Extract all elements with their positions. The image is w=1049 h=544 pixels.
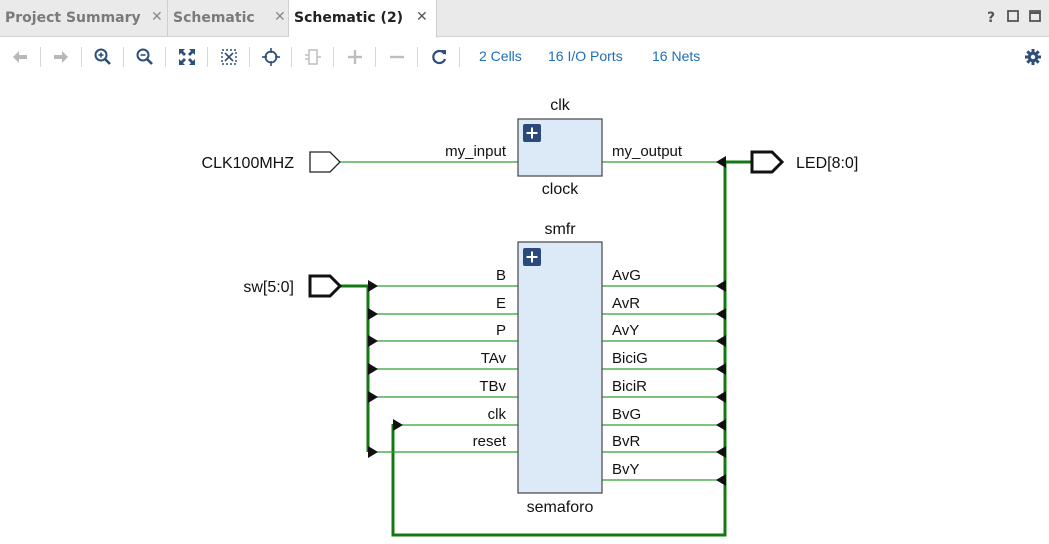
tab-label: Schematic (2) — [294, 10, 404, 26]
net-bus-led[interactable] — [391, 160, 752, 537]
forward-icon[interactable] — [51, 47, 71, 67]
pin-label-tav: TAv — [481, 350, 507, 367]
expand-cell-icon[interactable] — [523, 124, 541, 142]
pin-label-p: P — [496, 322, 506, 339]
bus-ripper-arrow — [716, 391, 726, 403]
bus-ripper-arrow — [716, 335, 726, 347]
toolbar-divider — [81, 47, 82, 67]
expand-icon[interactable] — [345, 47, 365, 67]
tab-schematic[interactable]: Schematic ✕ — [168, 0, 289, 37]
back-icon[interactable] — [10, 47, 30, 67]
port-led[interactable]: LED[8:0] — [750, 150, 858, 174]
bus-ripper-arrow — [368, 308, 378, 320]
bus-ripper-arrow — [368, 363, 378, 375]
nets-count-link[interactable]: 16 Nets — [652, 48, 701, 64]
bus-rippers — [368, 156, 726, 486]
port-label: LED[8:0] — [796, 155, 858, 172]
tab-project-summary[interactable]: Project Summary ✕ — [0, 0, 168, 37]
bus-ripper-arrow — [716, 446, 726, 458]
toolbar-divider — [459, 47, 460, 67]
collapse-icon[interactable] — [387, 47, 407, 67]
zoom-out-icon[interactable] — [135, 47, 155, 67]
pin-label-reset: reset — [473, 433, 507, 450]
net-bus-sw[interactable] — [340, 284, 370, 452]
close-icon[interactable]: ✕ — [151, 9, 163, 25]
pin-label-bvy: BvY — [612, 461, 640, 478]
pin-label-bvr: BvR — [612, 433, 641, 450]
port-label: sw[5:0] — [243, 279, 294, 296]
zoom-area-icon[interactable] — [219, 47, 239, 67]
smfr-output-nets[interactable] — [602, 285, 725, 481]
settings-icon[interactable] — [1023, 47, 1043, 67]
pin-label-clk: clk — [488, 406, 507, 423]
bus-ripper-arrow — [716, 419, 726, 431]
cell-instance-name: smfr — [544, 221, 576, 238]
bus-ripper-arrow — [368, 446, 378, 458]
bus-ripper-arrow — [393, 419, 403, 431]
pin-label-avr: AvR — [612, 295, 640, 312]
pin-label-bvg: BvG — [612, 406, 641, 423]
pin-label-avg: AvG — [612, 267, 641, 284]
tab-schematic-2[interactable]: Schematic (2) ✕ — [289, 0, 437, 38]
refresh-icon[interactable] — [429, 47, 449, 67]
bus-ripper-arrow — [716, 280, 726, 292]
pin-label-b: B — [496, 267, 506, 284]
toolbar-divider — [249, 47, 250, 67]
port-clk100mhz[interactable]: CLK100MHZ — [202, 151, 341, 173]
pin-label: my_input — [445, 143, 507, 160]
cell-icon[interactable] — [303, 47, 323, 67]
restore-icon[interactable] — [1007, 10, 1019, 26]
smfr-input-nets[interactable] — [368, 285, 518, 453]
toolbar-divider — [123, 47, 124, 67]
smfr-output-labels: AvG AvR AvY BiciG BiciR BvG BvR BvY — [612, 267, 648, 478]
toolbar-divider — [375, 47, 376, 67]
toolbar-divider — [291, 47, 292, 67]
cell-instance-name: clk — [550, 97, 571, 114]
schematic-canvas[interactable]: clk clock my_input my_output smfr semafo… — [0, 76, 1049, 544]
cells-count-link[interactable]: 2 Cells — [479, 48, 522, 64]
cell-type-name: clock — [542, 181, 579, 198]
bus-ripper-arrow — [368, 335, 378, 347]
tab-label: Project Summary — [5, 10, 141, 26]
close-icon[interactable]: ✕ — [416, 9, 428, 25]
window-buttons: ? — [979, 0, 1049, 37]
toolbar-divider — [165, 47, 166, 67]
bus-ripper-arrow — [368, 391, 378, 403]
pin-label-bicir: BiciR — [612, 378, 647, 395]
toolbar-divider — [417, 47, 418, 67]
io-ports-count-link[interactable]: 16 I/O Ports — [548, 48, 623, 64]
tab-label: Schematic — [173, 10, 255, 26]
expand-cell-icon[interactable] — [523, 248, 541, 266]
toolbar: 2 Cells 16 I/O Ports 16 Nets — [0, 38, 1049, 76]
toolbar-divider — [40, 47, 41, 67]
bus-ripper-arrow — [716, 156, 726, 168]
maximize-icon[interactable] — [1029, 10, 1041, 26]
zoom-in-icon[interactable] — [93, 47, 113, 67]
pin-label-bicig: BiciG — [612, 350, 648, 367]
cell-clk[interactable]: clk clock my_input my_output — [445, 97, 683, 198]
help-icon[interactable]: ? — [987, 10, 996, 26]
center-icon[interactable] — [261, 47, 281, 67]
pin-label: my_output — [612, 143, 683, 160]
tab-bar: Project Summary ✕ Schematic ✕ Schematic … — [0, 0, 1049, 38]
close-icon[interactable]: ✕ — [274, 9, 286, 25]
bus-ripper-arrow — [716, 474, 726, 486]
port-label: CLK100MHZ — [202, 155, 295, 172]
pin-label-tbv: TBv — [479, 378, 506, 395]
bus-ripper-arrow — [716, 363, 726, 375]
toolbar-divider — [207, 47, 208, 67]
cell-type-name: semaforo — [527, 499, 594, 516]
bus-ripper-arrow — [716, 308, 726, 320]
port-sw[interactable]: sw[5:0] — [243, 274, 343, 298]
pin-label-e: E — [496, 295, 506, 312]
pin-label-avy: AvY — [612, 322, 639, 339]
schematic-svg[interactable]: clk clock my_input my_output smfr semafo… — [0, 76, 1049, 544]
bus-ripper-arrow — [368, 280, 378, 292]
toolbar-divider — [333, 47, 334, 67]
fit-icon[interactable] — [177, 47, 197, 67]
